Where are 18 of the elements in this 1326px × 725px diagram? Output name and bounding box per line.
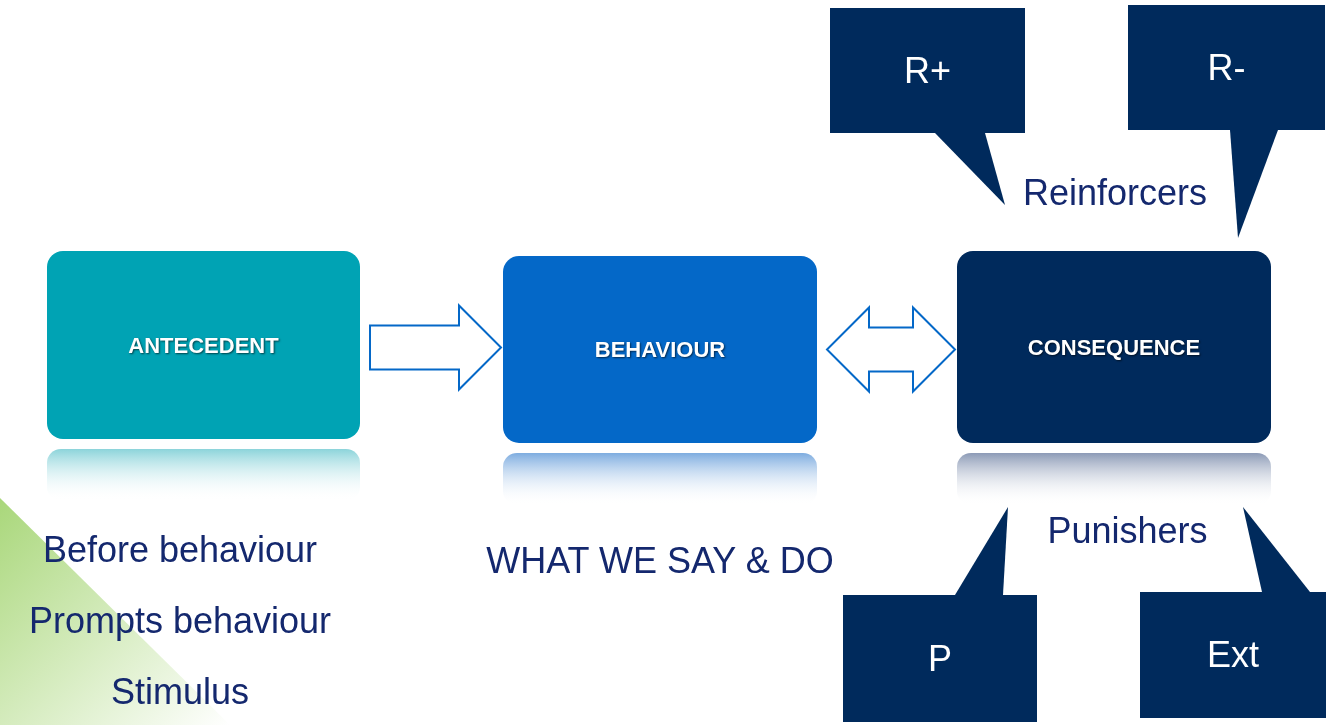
group-label: Before behaviour: [41, 528, 319, 572]
box-title: ANTECEDENT: [128, 331, 279, 360]
group-label: Stimulus: [109, 670, 250, 714]
block-arrow: [369, 303, 503, 392]
group-label: Prompts behaviour: [27, 599, 333, 643]
box-title: BEHAVIOUR: [594, 336, 726, 364]
callout-text: P: [928, 640, 952, 677]
process-box: [47, 251, 360, 439]
callout-text: R+: [904, 52, 951, 89]
block-arrow: [825, 305, 957, 394]
process-box: [503, 256, 817, 443]
box-title: CONSEQUENCE: [1027, 333, 1201, 362]
group-label: Punishers: [1046, 509, 1209, 553]
process-box: [957, 251, 1271, 443]
callout-text: Ext: [1207, 637, 1259, 673]
group-label: Reinforcers: [1021, 171, 1209, 215]
callout-text: R-: [1207, 49, 1246, 86]
group-label: WHAT WE SAY & DO: [485, 539, 835, 583]
